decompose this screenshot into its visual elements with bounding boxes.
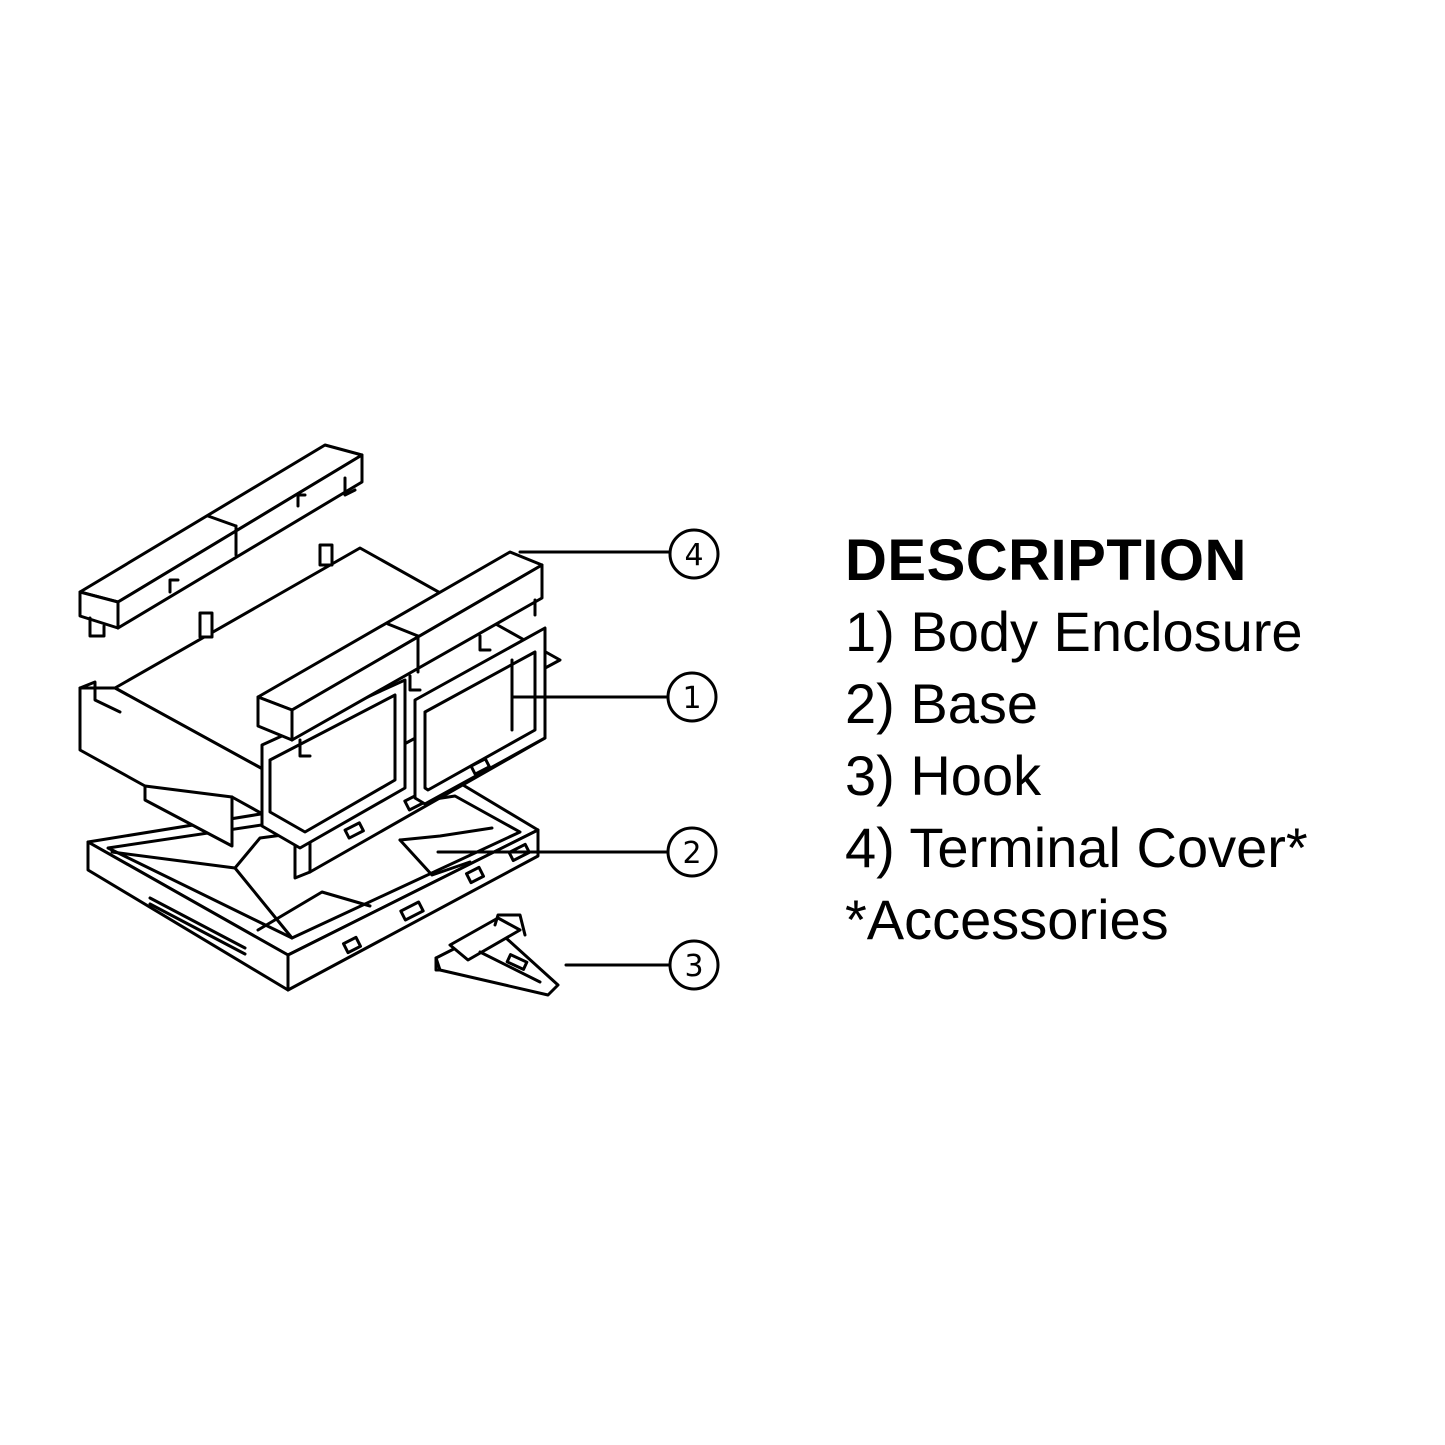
hook-part [434, 913, 560, 997]
callout-4-circle [668, 528, 720, 580]
description-panel: DESCRIPTION 1) Body Enclosure 2) Base 3)… [845, 526, 1308, 956]
terminal-cover-rear [78, 443, 364, 638]
callout-2-circle [666, 826, 718, 878]
callout-2-number: 2 [682, 836, 701, 871]
description-item-hook: 3) Hook [845, 744, 1042, 807]
callout-4-number: 4 [684, 538, 703, 573]
callout-3: 3 [564, 939, 720, 991]
description-item-base: 2) Base [845, 672, 1038, 735]
callout-3-circle [668, 939, 720, 991]
callout-4: 4 [518, 528, 720, 580]
description-item-accessories-note: *Accessories [845, 888, 1169, 951]
callout-1-number: 1 [682, 681, 701, 716]
description-item-body-enclosure: 1) Body Enclosure [845, 600, 1303, 663]
callout-1-circle [666, 671, 718, 723]
callout-1: 1 [510, 671, 718, 723]
description-item-terminal-cover: 4) Terminal Cover* [845, 816, 1308, 879]
description-title: DESCRIPTION [845, 528, 1247, 593]
callout-2: 2 [436, 826, 718, 878]
terminal-cover-front [256, 550, 544, 758]
callout-3-number: 3 [684, 949, 703, 984]
